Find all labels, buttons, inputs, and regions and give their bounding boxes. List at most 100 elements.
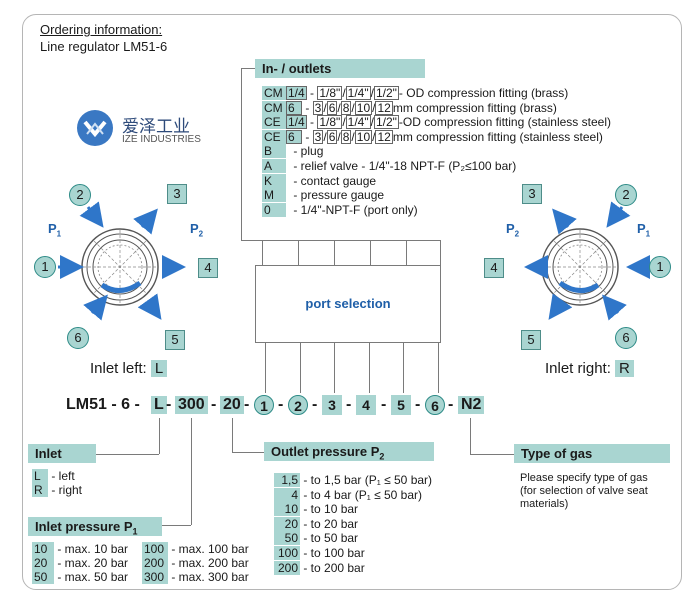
type-of-gas-text-3: materials) [520, 498, 569, 510]
inlets-outlets-size: 1/8" [317, 115, 343, 130]
inlets-outlets-size: 10 [354, 100, 373, 115]
outlet-pressure-text: - to 1,5 bar (P₁ ≤ 50 bar) [303, 473, 433, 487]
port-selection-line-top [440, 240, 441, 265]
port-selection-line-top [334, 240, 335, 265]
inlets-outlets-row: M - pressure gauge [262, 188, 385, 203]
outlet-pressure-title: Outlet pressure P2 [264, 442, 434, 462]
inlets-outlets-text: - pressure gauge [293, 188, 385, 203]
model-code-dash-2: - [211, 396, 217, 413]
outlet-pressure-row: 1,5 - to 1,5 bar (P₁ ≤ 50 bar) [274, 473, 432, 487]
model-code-port-4: 4 [356, 395, 376, 415]
inlets-outlets-text: - 1/4"-NPT-F (port only) [293, 202, 418, 217]
left-port-6: 6 [67, 327, 89, 349]
outlet-pressure-code: 20 [274, 516, 300, 531]
inlets-outlets-row: K - contact gauge [262, 173, 376, 188]
port-selection-line-top [262, 240, 263, 265]
outlet-pressure-text: - to 20 bar [303, 516, 359, 531]
page-frame [22, 14, 682, 590]
model-code-port-2: 2 [288, 395, 308, 415]
inlets-outlets-text: - relief valve - 1/4"-18 NPT-F (P₂≤100 b… [293, 159, 517, 173]
inlet-pressure-row-100: 100 - max. 100 bar [142, 542, 249, 556]
outlet-pressure-row: 20 - to 20 bar [274, 516, 359, 531]
port-selection-line-bottom [300, 343, 301, 393]
outlet-pressure-code: 200 [274, 560, 300, 575]
left-port-3: 3 [167, 184, 187, 204]
inlets-outlets-text: - plug [293, 144, 324, 159]
outlet-pressure-code: 50 [274, 531, 300, 546]
model-code-prefix: LM51 - 6 - [66, 396, 140, 413]
outlet-pressure-text: - to 50 bar [303, 531, 359, 546]
pressure-connector [191, 418, 192, 525]
outlet-pressure-row: 10 - to 10 bar [274, 502, 359, 517]
inlets-outlets-size: 8 [340, 100, 352, 115]
inlets-outlets-size: 12 [375, 129, 393, 144]
inlets-outlets-size: 1/4" [345, 115, 371, 130]
inlets-outlets-size: 6 [286, 129, 302, 144]
inlets-outlets-size: 6 [326, 129, 338, 144]
right-p1-label: P1 [637, 221, 651, 239]
port-selection-line-bottom [369, 343, 370, 393]
inlets-outlets-size: 1/4" [345, 86, 371, 100]
model-code-pressure: 300 [175, 396, 208, 414]
inlets-outlets-size: 3 [312, 129, 324, 144]
model-code-dash: - [448, 396, 454, 413]
right-port-2: 2 [615, 184, 637, 206]
port-selection-line-bottom [334, 343, 335, 393]
model-code-dash: - [381, 396, 387, 413]
model-code-port-5: 5 [391, 395, 411, 415]
inlets-outlets-size: 8 [340, 129, 352, 144]
outlet-pressure-text: - to 100 bar [303, 546, 365, 560]
inlets-outlets-code: CE [262, 115, 286, 130]
model-code-dash: - [415, 396, 421, 413]
type-of-gas-title: Type of gas [514, 444, 670, 463]
inlet-pressure-row-300: 300 - max. 300 bar [142, 570, 249, 584]
model-code-outlet-pressure: 20 [220, 396, 244, 414]
type-of-gas-text-2: (for selection of valve seat [520, 485, 648, 497]
port-selection-line-bottom [403, 343, 404, 393]
model-code-port-6: 6 [425, 395, 445, 415]
left-port-5: 5 [165, 330, 185, 350]
right-p2-label: P2 [506, 221, 520, 239]
inlet-row-right: R - right [32, 483, 83, 497]
inlets-outlets-row: A - relief valve - 1/4"-18 NPT-F (P₂≤100… [262, 159, 516, 173]
inlets-outlets-text: mm compression fitting (stainless steel) [392, 129, 603, 144]
inlets-outlets-size: 6 [326, 100, 338, 115]
inlets-outlets-size: 6 [286, 100, 302, 115]
inlets-outlets-title: In- / outlets [255, 59, 425, 78]
outlet-pressure-text: - to 10 bar [303, 502, 359, 517]
product-line-title: Line regulator LM51-6 [40, 39, 168, 54]
inlets-outlets-connector [241, 68, 255, 69]
inlets-outlets-code: CM [262, 100, 286, 115]
logo-chinese-text: 爱泽工业 [122, 117, 190, 136]
logo-english-text: IZE INDUSTRIES [122, 134, 201, 145]
model-code-port-3: 3 [322, 395, 342, 415]
inlets-outlets-size: 10 [354, 129, 373, 144]
inlets-outlets-size: 1/2" [373, 115, 399, 130]
right-regulator-diagram [480, 175, 680, 355]
left-regulator-diagram [30, 175, 230, 355]
pressure-connector-h [162, 525, 191, 526]
outlet-connector [232, 418, 233, 452]
inlets-outlets-code: CE [262, 129, 286, 144]
outlet-pressure-text: - to 4 bar (P₁ ≤ 50 bar) [303, 487, 423, 502]
outlet-pressure-row: 100 - to 100 bar [274, 546, 365, 560]
left-p2-label: P2 [190, 221, 204, 239]
inlets-outlets-size: 1/4 [286, 115, 307, 130]
model-code-port-1: 1 [254, 395, 274, 415]
outlet-pressure-row: 4 - to 4 bar (P₁ ≤ 50 bar) [274, 487, 423, 502]
ordering-info-heading: Ordering information: [40, 22, 163, 37]
inlet-row-left: L - left [32, 469, 75, 483]
outlet-pressure-row: 50 - to 50 bar [274, 531, 359, 546]
port-selection-line-top [406, 240, 407, 265]
right-port-5: 5 [521, 330, 541, 350]
inlets-outlets-code: K [262, 173, 286, 188]
model-code-dash-1: - [166, 396, 172, 413]
inlet-connector [159, 418, 160, 454]
model-code-dash: - [312, 396, 318, 413]
outlet-pressure-code: 10 [274, 502, 300, 517]
ize-logo-icon [75, 108, 115, 148]
inlets-outlets-code: B [262, 144, 286, 159]
gas-connector-h [470, 454, 514, 455]
